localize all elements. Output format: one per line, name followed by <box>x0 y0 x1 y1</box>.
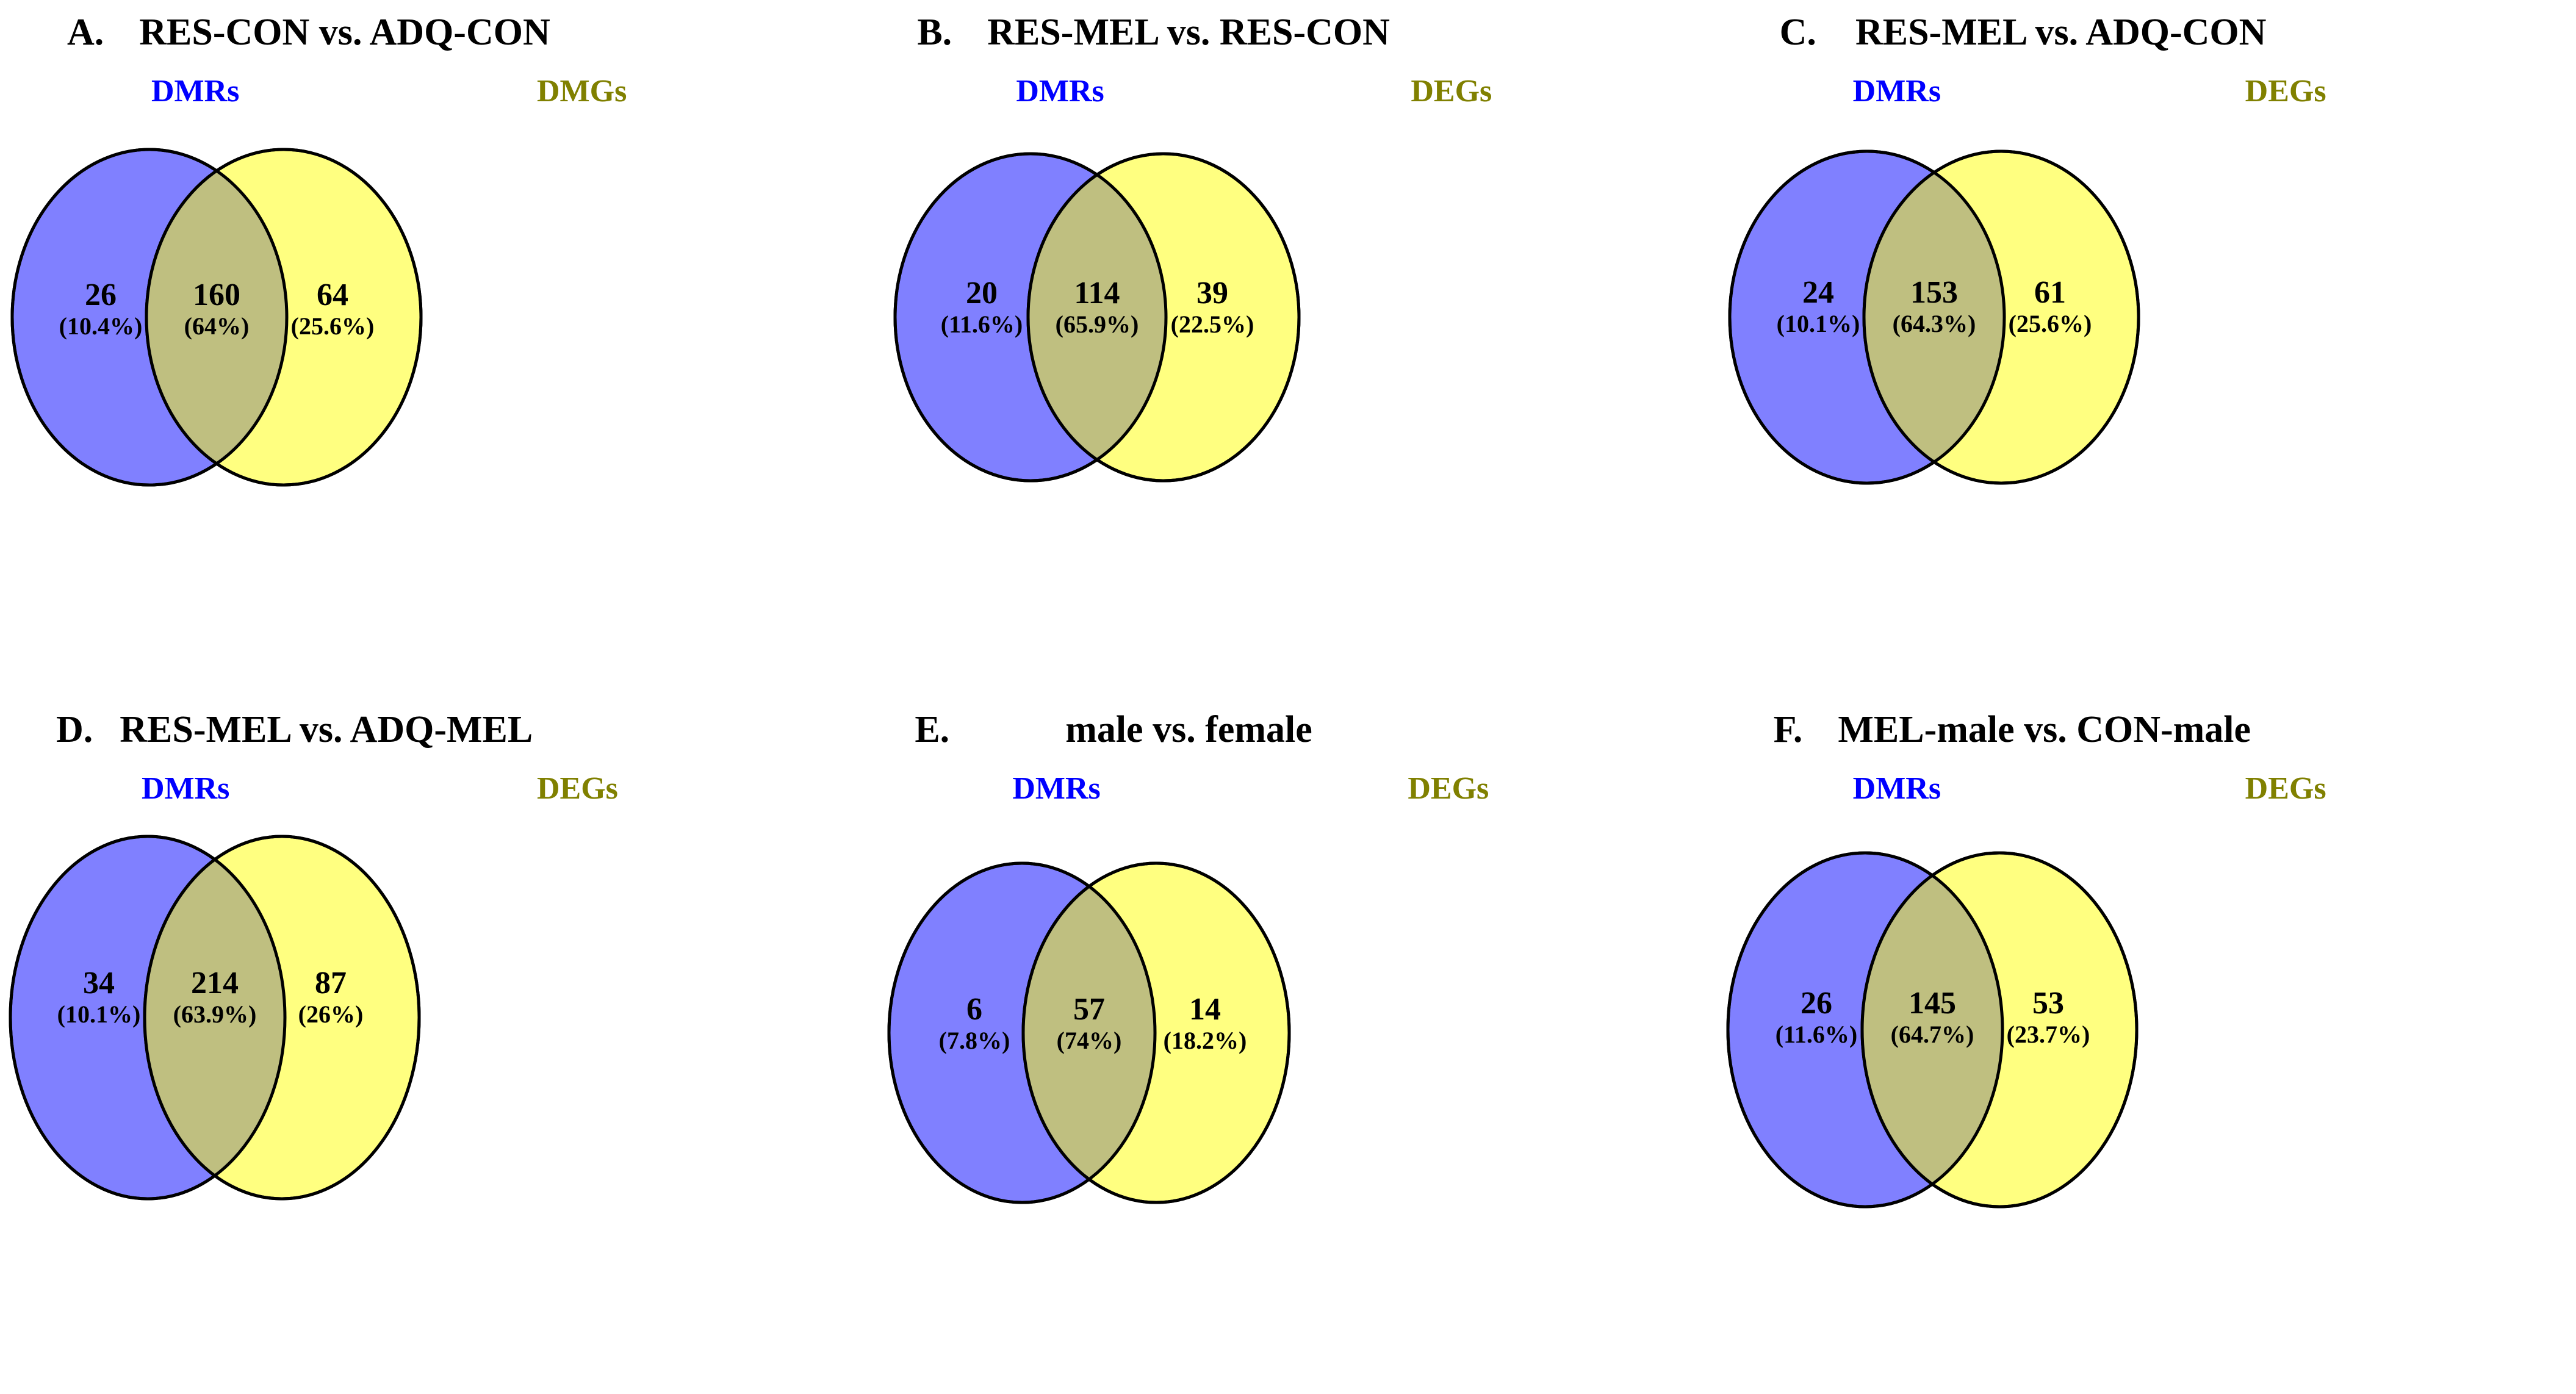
panel-a-left-count: 26 <box>85 278 117 312</box>
panel-b-title: RES-MEL vs. RES-CON <box>987 12 1390 53</box>
panel-b-left-count: 20 <box>966 276 998 311</box>
panel-e-right-count: 14 <box>1189 992 1221 1027</box>
panel-e-title: male vs. female <box>1065 708 1312 750</box>
panel-d-right-pct: (26%) <box>298 1001 364 1028</box>
panel-c-letter: C. <box>1779 12 1816 53</box>
panel-d-venn-svg: 34 (10.1%) 214 (63.9%) 87 (26%) <box>9 835 421 1200</box>
panel-a-intersection-count: 160 <box>193 278 240 312</box>
panel-a-left-pct: (10.4%) <box>59 312 143 340</box>
panel-f-left-circle-outline <box>1726 851 2004 1208</box>
panel-c-intersection-count: 153 <box>1910 275 1958 310</box>
panel-b-intersection-pct: (65.9%) <box>1056 311 1139 338</box>
panel-a-title: RES-CON vs. ADQ-CON <box>139 12 550 53</box>
panel-a-intersection-pct: (64%) <box>184 312 250 340</box>
panel-f-intersection <box>1862 852 2002 1207</box>
panel-b-right-count: 39 <box>1196 276 1228 311</box>
panel-f-left-pct: (11.6%) <box>1775 1021 1857 1048</box>
panel-c-venn-svg: 24 (10.1%) 153 (64.3%) 61 (25.6%) <box>1728 149 2140 485</box>
panel-f-left-count: 26 <box>1801 986 1832 1021</box>
panel-f-right-circle-outline <box>1860 851 2139 1208</box>
panel-f-intersection-pct: (64.7%) <box>1890 1021 1974 1048</box>
panel-b-venn-svg: 20 (11.6%) 114 (65.9%) 39 (22.5%) <box>893 152 1301 483</box>
panel-e-intersection <box>1023 863 1156 1202</box>
panel-b-intersection <box>1028 154 1167 481</box>
panel-a-right-count: 64 <box>317 278 348 312</box>
panel-a-venn: 26 (10.4%) 160 (64%) 64 (25.6%) <box>0 0 858 697</box>
panel-b-intersection-count: 114 <box>1074 276 1120 311</box>
panel-e-left-circle-outline <box>887 861 1157 1204</box>
panel-f-venn-svg: 26 (11.6%) 145 (64.7%) 53 (23.7%) <box>1726 851 2139 1208</box>
panel-a-left-circle-outline <box>10 148 289 487</box>
panel-b-left-pct: (11.6%) <box>941 311 1023 338</box>
panel-b-left-circle-outline <box>893 152 1168 483</box>
panel-c-header: C. RES-MEL vs. ADQ-CON <box>1718 11 2576 63</box>
panel-d-right-count: 87 <box>315 966 347 1001</box>
panel-f-letter: F. <box>1773 708 1803 750</box>
panel-c-left-pct: (10.1%) <box>1776 310 1860 337</box>
panel-f-right-count: 53 <box>2032 986 2064 1021</box>
panel-e-right-pct: (18.2%) <box>1164 1027 1247 1054</box>
panel-d-intersection <box>145 836 285 1199</box>
panel-a-letter: A. <box>67 12 104 53</box>
panel-f: F. MEL-male vs. CON-male DMRs DEGs 26 (1… <box>1718 697 2576 1394</box>
panel-e-letter: E. <box>915 708 950 750</box>
panel-f-intersection-count: 145 <box>1909 986 1956 1021</box>
panel-e: E. male vs. female DMRs DEGs 6 (7.8%) <box>858 697 1717 1394</box>
panel-f-venn: 26 (11.6%) 145 (64.7%) 53 (23.7%) <box>1718 697 2576 1394</box>
panel-e-venn-svg: 6 (7.8%) 57 (74%) 14 (18.2%) <box>887 861 1291 1204</box>
panel-d-intersection-count: 214 <box>191 966 239 1001</box>
panel-b-letter: B. <box>917 12 952 53</box>
panel-d-right-circle-outline <box>143 835 421 1200</box>
panel-c-left-circle-outline <box>1728 149 2006 485</box>
panel-f-right-pct: (23.7%) <box>2006 1021 2090 1048</box>
panel-c-intersection <box>1863 151 2004 483</box>
panel-b-right-circle-outline <box>1026 152 1301 483</box>
panel-b-header: B. RES-MEL vs. RES-CON <box>858 11 1717 63</box>
panel-c-right-count: 61 <box>2034 275 2066 310</box>
panel-b: B. RES-MEL vs. RES-CON DMRs DEGs 20 (11.… <box>858 0 1717 697</box>
panel-d-header: D. RES-MEL vs. ADQ-MEL <box>0 708 858 761</box>
panel-b-venn: 20 (11.6%) 114 (65.9%) 39 (22.5%) <box>858 0 1717 697</box>
panel-c-intersection-pct: (64.3%) <box>1892 310 1976 337</box>
panel-e-intersection-pct: (74%) <box>1057 1027 1122 1054</box>
panel-a-right-pct: (25.6%) <box>291 312 375 340</box>
panel-c-title: RES-MEL vs. ADQ-CON <box>1855 12 2267 53</box>
panel-c-venn: 24 (10.1%) 153 (64.3%) 61 (25.6%) <box>1718 0 2576 697</box>
panel-b-right-pct: (22.5%) <box>1171 311 1254 338</box>
panel-f-title: MEL-male vs. CON-male <box>1838 708 2251 750</box>
panel-a-right-circle-outline <box>145 148 423 487</box>
panel-d-left-pct: (10.1%) <box>57 1001 141 1028</box>
panel-e-header: E. male vs. female <box>858 708 1717 761</box>
panel-e-left-count: 6 <box>966 992 982 1027</box>
panel-f-header: F. MEL-male vs. CON-male <box>1718 708 2576 761</box>
panel-d-venn: 34 (10.1%) 214 (63.9%) 87 (26%) <box>0 697 858 1394</box>
panel-c-right-pct: (25.6%) <box>2008 310 2092 337</box>
panel-d: D. RES-MEL vs. ADQ-MEL DMRs DEGs 34 (10.… <box>0 697 858 1394</box>
panel-d-title: RES-MEL vs. ADQ-MEL <box>120 708 533 750</box>
panel-e-intersection-count: 57 <box>1073 992 1105 1027</box>
panel-e-left-pct: (7.8%) <box>939 1027 1010 1054</box>
panel-a: A. RES-CON vs. ADQ-CON DMRs DMGs 26 (10.… <box>0 0 858 697</box>
panel-e-right-circle-outline <box>1021 861 1291 1204</box>
panel-a-venn-svg: 26 (10.4%) 160 (64%) 64 (25.6%) <box>10 148 423 487</box>
panel-e-venn: 6 (7.8%) 57 (74%) 14 (18.2%) <box>858 697 1717 1394</box>
panel-c-left-count: 24 <box>1802 275 1834 310</box>
panel-c: C. RES-MEL vs. ADQ-CON DMRs DEGs 24 (10.… <box>1718 0 2576 697</box>
panel-a-intersection <box>146 149 287 485</box>
panel-d-letter: D. <box>56 708 93 750</box>
panel-c-right-circle-outline <box>1862 149 2140 485</box>
panel-d-left-count: 34 <box>83 966 115 1001</box>
panel-a-header: A. RES-CON vs. ADQ-CON <box>0 11 858 63</box>
panel-d-intersection-pct: (63.9%) <box>173 1001 257 1028</box>
panel-d-left-circle-outline <box>9 835 287 1200</box>
